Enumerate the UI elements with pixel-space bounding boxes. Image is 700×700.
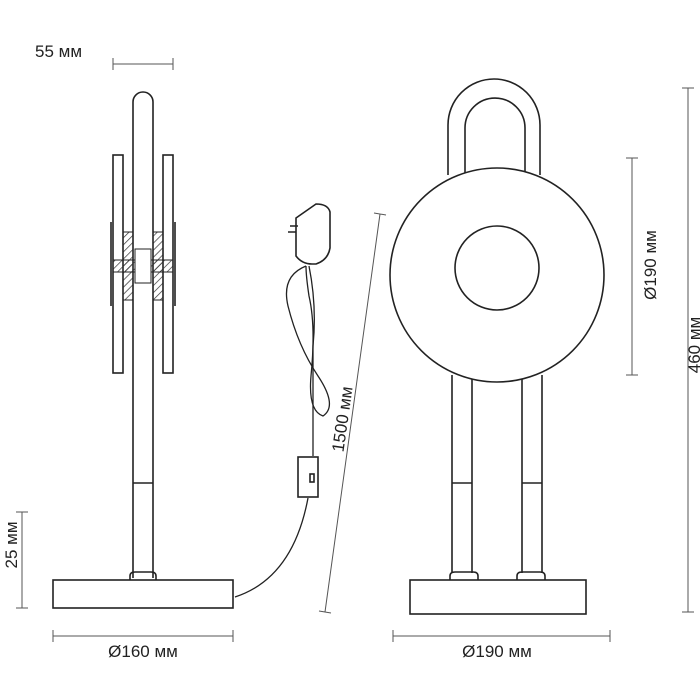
base-height-label: 25 мм: [2, 521, 21, 568]
dimension-lines: [16, 58, 694, 642]
front-base-diameter-label: Ø190 мм: [462, 642, 532, 661]
power-cord: [234, 203, 331, 598]
cord-length-label: 1500 мм: [329, 385, 357, 453]
side-view: [52, 91, 234, 609]
total-height-label: 460 мм: [685, 317, 700, 373]
front-view: [389, 78, 605, 615]
shade-diameter-label: Ø190 мм: [641, 230, 660, 300]
side-base-diameter-label: Ø160 мм: [108, 642, 178, 661]
side-depth-label: 55 мм: [35, 42, 82, 61]
